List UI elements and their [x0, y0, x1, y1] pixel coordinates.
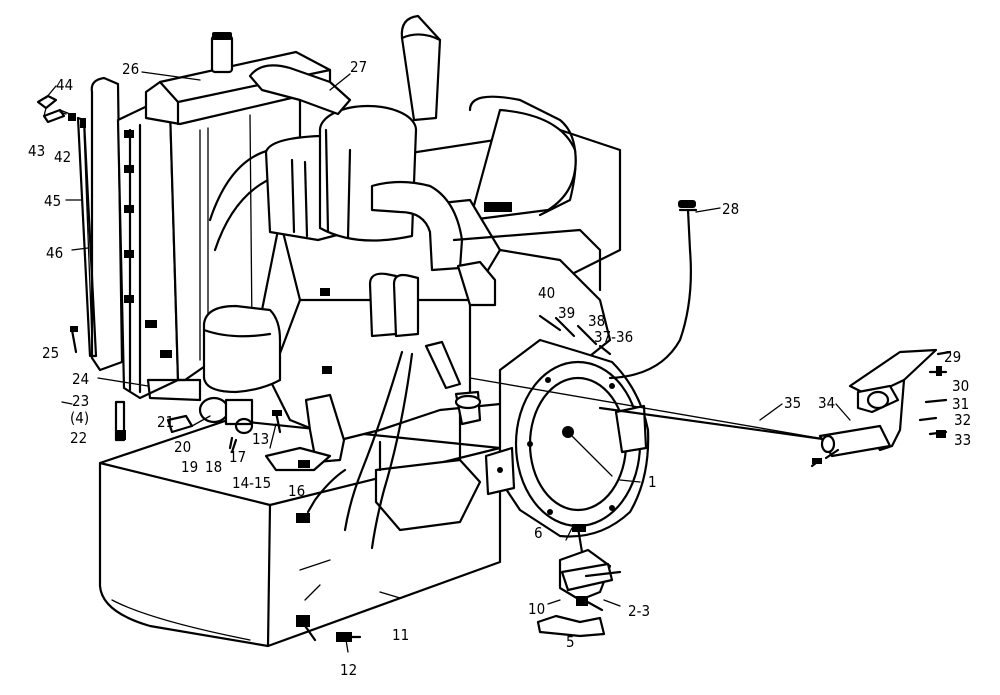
label-part-21: 21 — [157, 413, 174, 431]
label-part-39: 39 — [558, 304, 575, 322]
label-part-38: 38 — [588, 312, 605, 330]
label-part-23: 23 — [72, 392, 89, 410]
accelerator-pedal-assembly — [810, 348, 952, 468]
label-part-31: 31 — [952, 395, 969, 413]
engine-mount-left — [264, 393, 346, 472]
label-part-5: 5 — [566, 633, 575, 651]
label-part-44: 44 — [56, 76, 73, 94]
label-part-16: 16 — [288, 482, 305, 500]
label-part-20: 20 — [174, 438, 191, 456]
label-part-28: 28 — [722, 200, 739, 218]
label-part-46: 46 — [46, 244, 63, 262]
water-pump — [198, 304, 282, 435]
radiator-cap-parts — [36, 94, 76, 124]
label-part-19: 19 — [181, 458, 198, 476]
radiator-bolt — [70, 326, 78, 354]
throttle-lever — [424, 314, 612, 390]
label-part-35: 35 — [784, 394, 801, 412]
engine-mount-right — [536, 524, 622, 638]
label-part-34: 34 — [818, 394, 835, 412]
label-part-33: 33 — [954, 431, 971, 449]
label-part-25: 25 — [42, 344, 59, 362]
label-part-10: 10 — [528, 600, 545, 618]
label-part-17: 17 — [229, 448, 246, 466]
label-part-6: 6 — [534, 524, 543, 542]
label-part-24: 24 — [72, 370, 89, 388]
label-part-12: 12 — [340, 661, 357, 679]
throttle-rod — [469, 377, 832, 442]
label-part-26: 26 — [122, 60, 139, 78]
part-number-labels: 1 2-3 5 6 10 11 12 13 14-15 16 17 18 19 … — [28, 58, 971, 679]
label-part-30: 30 — [952, 377, 969, 395]
label-part-37-36: 37-36 — [594, 328, 633, 346]
label-part-4: (4) — [70, 409, 89, 427]
label-part-1: 1 — [648, 473, 657, 491]
label-part-29: 29 — [944, 348, 961, 366]
label-part-45: 45 — [44, 192, 61, 210]
label-part-2-3: 2-3 — [628, 602, 650, 620]
label-part-43: 43 — [28, 142, 45, 160]
label-part-27: 27 — [350, 58, 367, 76]
label-part-11: 11 — [392, 626, 409, 644]
label-part-18: 18 — [205, 458, 222, 476]
label-part-22: 22 — [70, 429, 87, 447]
drain-plug — [336, 632, 362, 642]
label-part-14-15: 14-15 — [232, 474, 271, 492]
leader-lines — [45, 71, 851, 653]
label-part-42: 42 — [54, 148, 71, 166]
radiator-side-panel — [76, 116, 98, 358]
throttle-cable — [608, 200, 698, 380]
label-part-13: 13 — [252, 430, 269, 448]
label-part-40: 40 — [538, 284, 555, 302]
label-part-32: 32 — [954, 411, 971, 429]
